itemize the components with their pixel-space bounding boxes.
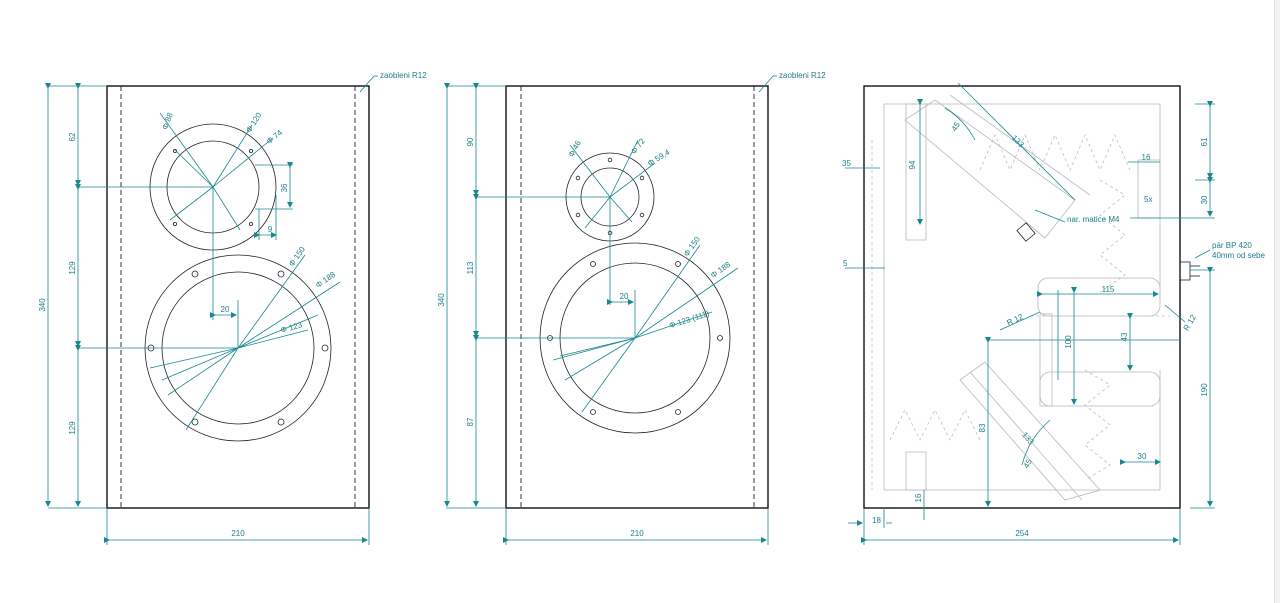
- section-view: 254 35 5 18 94 16 61 30 5x nar. matice M…: [842, 82, 1265, 545]
- view2-v-dim-2: 113: [466, 261, 475, 274]
- view3-r12-left: R 12: [1005, 312, 1025, 328]
- view2-woofer-offset: 20: [620, 292, 629, 301]
- baffle-outline: [106, 85, 370, 509]
- view1-tweeter-dim-h: 36: [280, 183, 289, 192]
- view3-width: 254: [1015, 529, 1029, 538]
- view3-dim-18: 18: [872, 516, 881, 525]
- view3-dim-115: 115: [1102, 285, 1115, 294]
- view2-v-dim-1: 90: [466, 137, 475, 146]
- nut-icon: [1016, 222, 1036, 242]
- view1-d-woofer-mid: Φ 188: [314, 270, 338, 290]
- dimensions-view-3: [845, 82, 1215, 545]
- view2-d-woofer-mid: Φ 188: [709, 260, 733, 280]
- view3-dim-35: 35: [842, 159, 851, 168]
- view2-width: 210: [630, 529, 644, 538]
- view1-d-woofer-in: Φ 123: [280, 320, 304, 335]
- view3-nut-note: nar. matice M4: [1067, 215, 1120, 224]
- view1-d-tweeter-hole: Φ 74: [265, 128, 285, 146]
- view3-dim-61: 61: [1200, 137, 1209, 146]
- view2-d-tweeter-pcd: Φ 59,4: [646, 147, 672, 168]
- view3-dim-43: 43: [1120, 332, 1129, 341]
- view3-dim-83: 83: [978, 423, 987, 432]
- view3-dim-94: 94: [908, 160, 917, 169]
- front-view-1: zaobleni R12 340 62 129 129 210 Φ 88 Φ 1…: [38, 71, 427, 545]
- cabinet-outline: [863, 85, 1181, 509]
- scrollbar[interactable]: [1274, 0, 1280, 603]
- view3-r12-right: R 12: [1182, 313, 1199, 333]
- view1-width: 210: [231, 529, 245, 538]
- baffle-outline: [505, 85, 769, 509]
- view1-v-dim-3: 129: [68, 421, 77, 435]
- view1-tweeter-dim-w: 9: [268, 225, 273, 234]
- internal-structure: [871, 94, 1200, 501]
- view1-d-tweeter-out: Φ 120: [244, 111, 264, 135]
- view3-connector-note-1: pár BP 420: [1212, 241, 1252, 250]
- view1-height: 340: [38, 298, 47, 312]
- view3-dim-5: 5: [843, 259, 848, 268]
- view1-note: zaobleni R12: [380, 71, 427, 80]
- view2-d-tweeter-out: Φ 72: [629, 136, 647, 156]
- view1-d-tweeter-in: Φ 88: [160, 111, 175, 131]
- view3-dim-16b: 16: [914, 493, 923, 502]
- view2-d-woofer-in: Φ 123 (111): [668, 309, 711, 331]
- view3-label-5x: 5x: [1144, 195, 1152, 204]
- view2-height: 340: [437, 293, 446, 307]
- view2-v-dim-3: 87: [466, 417, 475, 426]
- view3-dim-30: 30: [1200, 195, 1209, 204]
- connector-icon: [1179, 261, 1191, 281]
- view1-v-dim-2: 129: [68, 261, 77, 275]
- view3-dim-30b: 30: [1138, 452, 1147, 461]
- view1-v-dim-1: 62: [68, 132, 77, 141]
- dimensions-view-2: [444, 75, 777, 545]
- view3-dim-190: 190: [1200, 383, 1209, 397]
- view1-woofer-offset: 20: [221, 305, 230, 314]
- view2-note: zaobleni R12: [779, 71, 826, 80]
- view2-d-tweeter-in: Φ 46: [567, 139, 583, 159]
- view3-dim-100: 100: [1064, 335, 1073, 349]
- view3-connector-note-2: 40mm od sebe: [1212, 251, 1265, 260]
- front-view-2: zaobleni R12 340 90 113 87 210 Φ 46 Φ 72…: [437, 71, 826, 545]
- view3-dim-45a: 45: [950, 120, 963, 133]
- view3-dim-133a: 133: [1010, 133, 1026, 149]
- view3-dim-16: 16: [1142, 153, 1151, 162]
- dimensions-view-1: [45, 75, 378, 545]
